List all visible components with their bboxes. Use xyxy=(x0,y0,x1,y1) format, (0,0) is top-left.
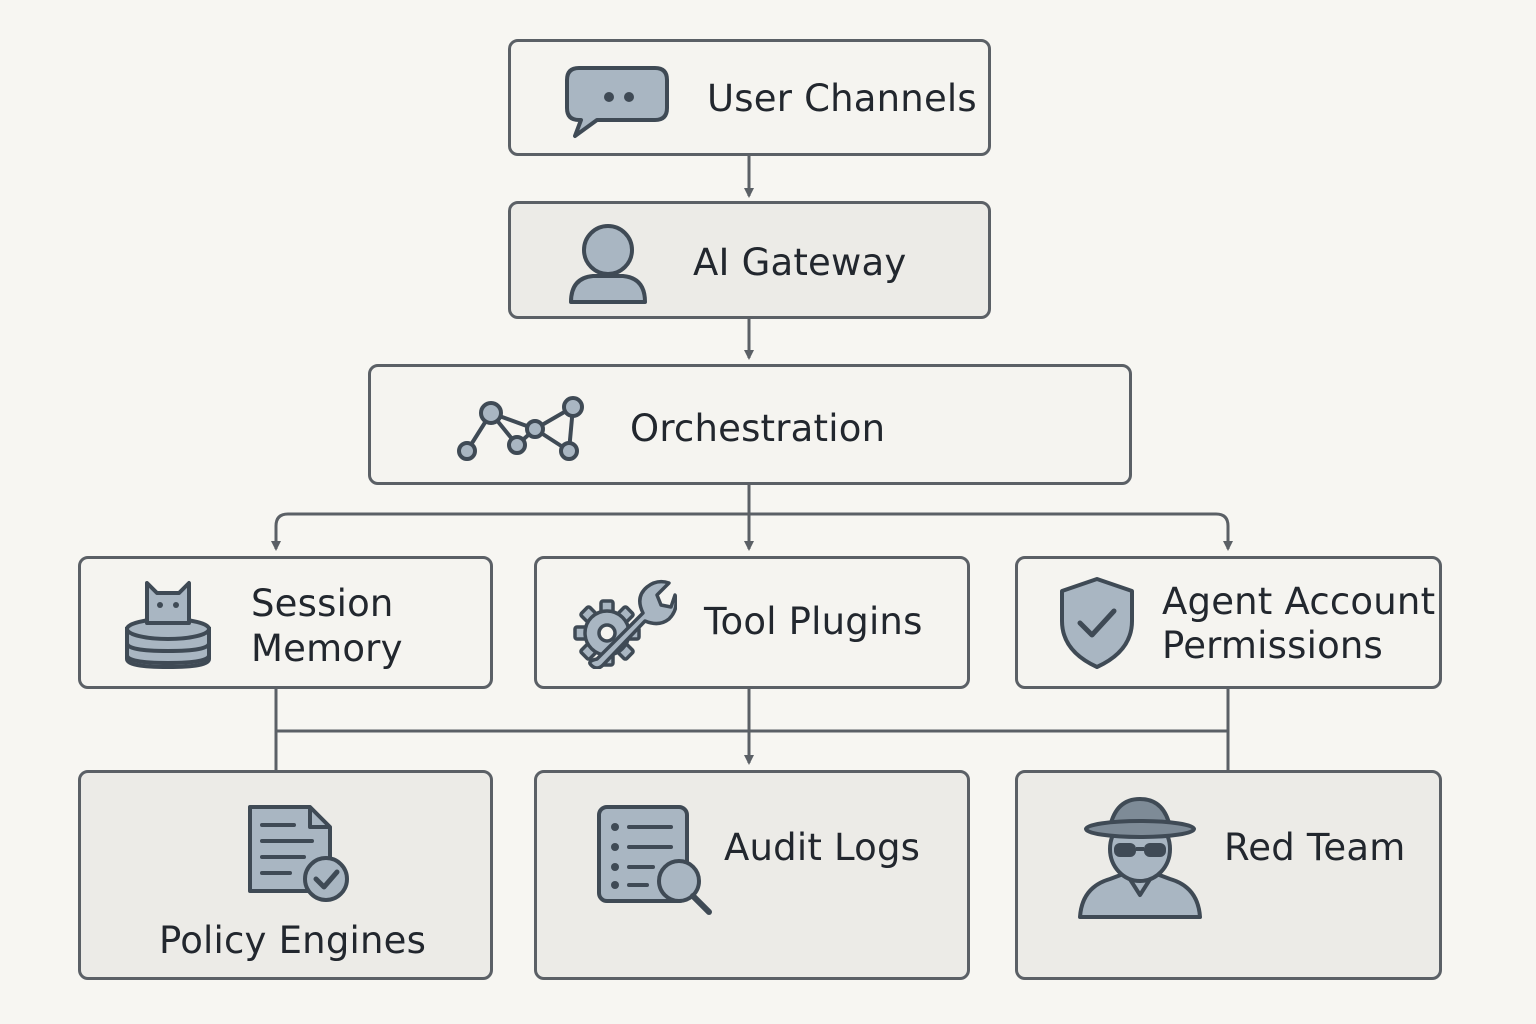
node-label: Red Team xyxy=(1224,826,1406,869)
node-session-memory: Session Memory xyxy=(78,556,493,689)
node-label: User Channels xyxy=(707,77,977,120)
node-label: Session xyxy=(251,582,394,625)
node-audit-logs: Audit Logs xyxy=(534,770,970,980)
user-icon xyxy=(565,222,651,306)
node-label: Tool Plugins xyxy=(704,600,923,643)
gear-wrench-icon xyxy=(573,579,677,669)
node-label: Memory xyxy=(251,627,403,670)
node-label: Agent Account xyxy=(1162,580,1436,623)
edge-orchestration-to-session-memory xyxy=(271,512,749,551)
node-label: Orchestration xyxy=(630,407,886,450)
edge-orchestration-to-agent-permissions xyxy=(749,512,1233,551)
node-policy-engines: Policy Engines xyxy=(78,770,493,980)
network-graph-icon xyxy=(455,391,587,463)
node-label: Permissions xyxy=(1162,624,1384,667)
shield-check-icon xyxy=(1056,575,1138,671)
node-tool-plugins: Tool Plugins xyxy=(534,556,970,689)
document-check-icon xyxy=(244,801,354,905)
node-agent-account-permissions: Agent Account Permissions xyxy=(1015,556,1442,689)
node-orchestration: Orchestration xyxy=(368,364,1132,485)
node-red-team: Red Team xyxy=(1015,770,1442,980)
spy-icon xyxy=(1076,795,1204,919)
node-user-channels: User Channels xyxy=(508,39,991,156)
node-label: Policy Engines xyxy=(159,919,427,962)
chat-bubble-icon xyxy=(563,64,671,140)
node-ai-gateway: AI Gateway xyxy=(508,201,991,319)
list-magnifier-icon xyxy=(595,803,715,917)
cat-database-icon xyxy=(123,577,213,671)
node-label: AI Gateway xyxy=(693,241,907,284)
node-label: Audit Logs xyxy=(724,826,921,869)
